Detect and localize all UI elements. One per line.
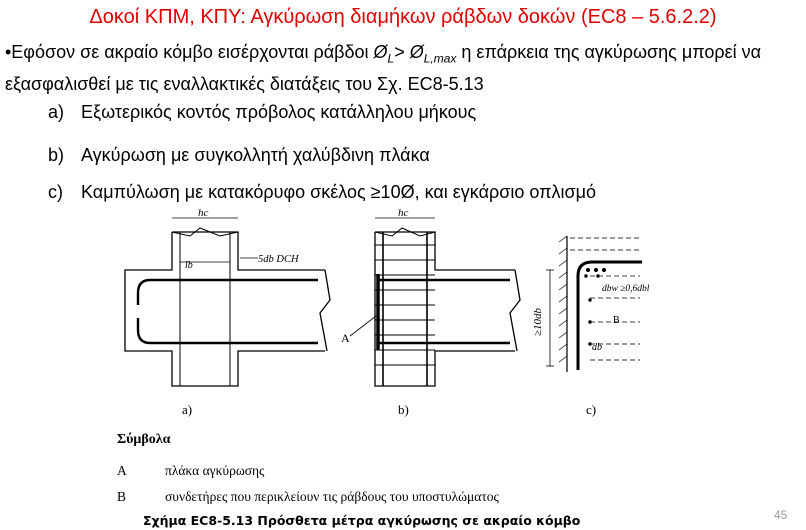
label-dbw: dbw ≥0,6dbl (602, 284, 650, 294)
label-A-figure: A (341, 331, 350, 345)
panel-caption-c: c) (586, 402, 597, 417)
legend-title: Σύμβολα (117, 432, 171, 447)
panel-caption-b: b) (398, 402, 409, 417)
label-hc-a: hc (198, 207, 209, 219)
label-lb: lb (185, 260, 193, 271)
stirrup-dots (584, 268, 606, 346)
label-dch: 5db DCH (258, 254, 300, 265)
legend-key-a: A (117, 463, 127, 478)
anchorage-figure: hc lb 5db DCH hc A (124, 207, 650, 387)
figure-panel-a (124, 217, 331, 387)
list-item-c: c)Καμπύλωση με κατακόρυφο σκέλος ≥10Ø, κ… (48, 182, 597, 202)
list-item-a: a)Εξωτερικός κοντός πρόβολος κατάλληλου … (48, 102, 477, 122)
legend-text-b: συνδετήρες που περικλείουν τις ράβδους τ… (165, 489, 499, 504)
label-B-figure: B (613, 315, 620, 326)
page-number: 45 (774, 508, 788, 522)
figure-panel-b (349, 217, 521, 387)
intro-paragraph: •Εφόσον σε ακραίο κόμβο εισέρχονται ράβδ… (5, 42, 762, 94)
label-ten-db: ≥10db (532, 307, 544, 336)
label-hc-b: hc (398, 207, 409, 219)
label-db: db (592, 342, 602, 353)
legend-text-a: πλάκα αγκύρωσης (165, 463, 265, 478)
legend-key-b: B (117, 489, 127, 504)
figure-caption: Σχήμα EC8-5.13 Πρόσθετα μέτρα αγκύρωσης … (143, 513, 581, 528)
figure-panel-c (546, 235, 642, 372)
panel-caption-a: a) (182, 402, 193, 417)
slide-title: Δοκοί ΚΠΜ, ΚΠΥ: Αγκύρωση διαμήκων ράβδων… (89, 6, 717, 28)
list-item-b: b)Αγκύρωση με συγκολλητή χαλύβδινη πλάκα (48, 145, 430, 165)
